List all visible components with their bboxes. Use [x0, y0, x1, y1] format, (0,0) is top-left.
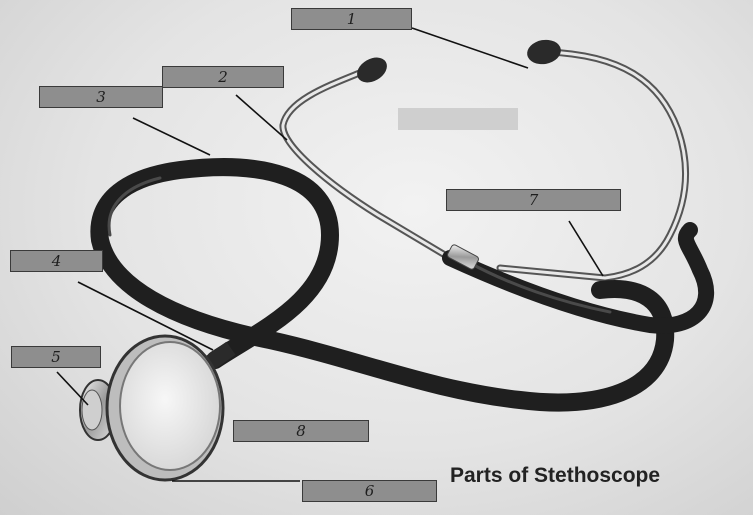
- label-box-7[interactable]: 7: [446, 189, 621, 211]
- diagram-title: Parts of Stethoscope: [450, 464, 660, 488]
- label-box-2[interactable]: 2: [162, 66, 284, 88]
- label-box-6[interactable]: 6: [302, 480, 437, 502]
- binaural-tubes: [283, 52, 686, 278]
- label-box-4[interactable]: 4: [10, 250, 103, 272]
- ear-tips: [353, 37, 563, 87]
- label-box-1[interactable]: 1: [291, 8, 412, 30]
- label-box-5[interactable]: 5: [11, 346, 101, 368]
- chest-piece: [80, 336, 223, 480]
- label-box-3[interactable]: 3: [39, 86, 163, 108]
- label-box-8[interactable]: 8: [233, 420, 369, 442]
- blank-label-area: [398, 108, 518, 130]
